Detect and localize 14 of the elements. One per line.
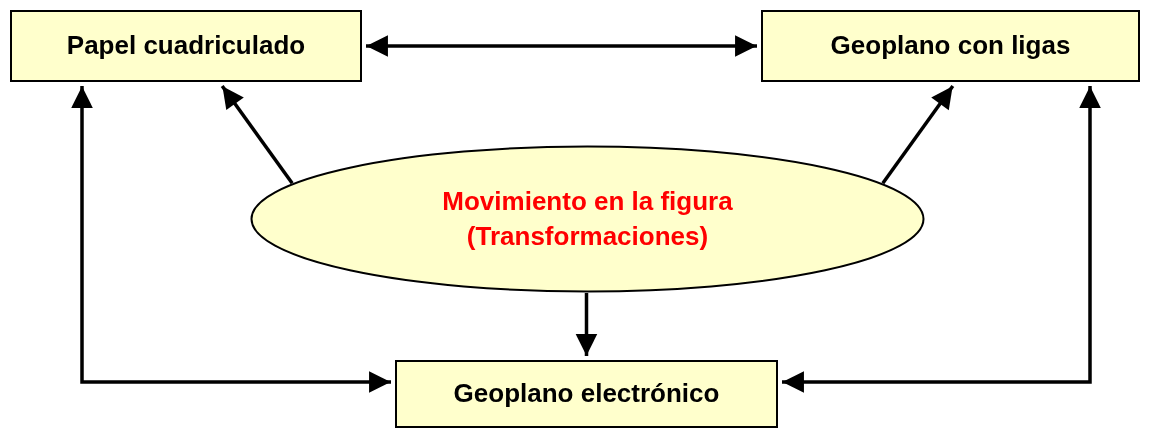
arrow (575, 293, 598, 356)
box-label: Geoplano con ligas (830, 29, 1071, 63)
arrow (782, 86, 1101, 393)
arrow (220, 84, 294, 185)
arrow (71, 86, 391, 393)
topic-text: Movimiento en la figura (Transformaciones) (441, 184, 734, 253)
box-label: Geoplano electrónico (453, 377, 720, 411)
resource-box (10, 10, 362, 82)
resource-box (395, 360, 778, 428)
resource-box (761, 10, 1140, 82)
topic-ellipse (250, 145, 925, 293)
box-label: Papel cuadriculado (66, 29, 306, 63)
arrow (366, 35, 757, 57)
arrow (881, 84, 955, 185)
